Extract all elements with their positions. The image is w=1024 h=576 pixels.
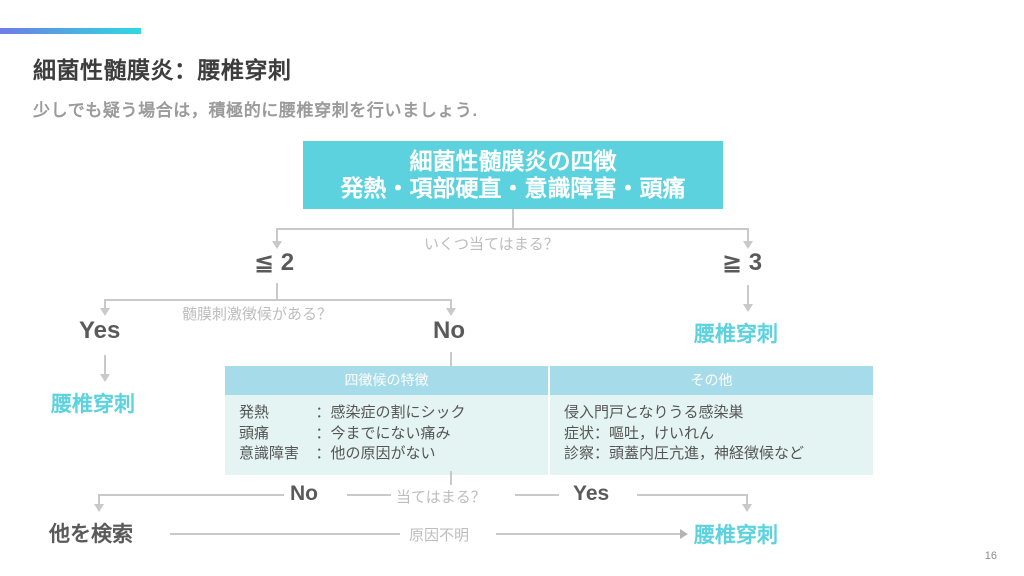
connector-yes-drop bbox=[104, 299, 106, 309]
result-lp-final: 腰椎穿刺 bbox=[694, 524, 778, 547]
connector-bottom-left-drop bbox=[98, 494, 100, 505]
list-item: 診察：頭蓋内圧亢進，神経徴候など bbox=[564, 445, 805, 463]
answer-yes-bottom-label: Yes bbox=[573, 482, 610, 505]
arrow-high-to-lp bbox=[743, 304, 753, 312]
connector-table-stem bbox=[450, 471, 452, 485]
feature-sep-1: ： bbox=[315, 404, 331, 421]
arrow-right-branch bbox=[743, 241, 753, 249]
arrow-yes-to-lp bbox=[100, 374, 110, 382]
feature-key-2: 頭痛 bbox=[239, 424, 270, 442]
feature-sep-3: ： bbox=[315, 445, 331, 463]
connector-no-to-table bbox=[450, 352, 452, 366]
connector-bottom-right-drop bbox=[746, 494, 748, 505]
connector-yes-to-lp bbox=[104, 355, 106, 375]
arrow-final-right bbox=[680, 529, 688, 539]
list-item: 意識障害 ：他の原因がない bbox=[239, 444, 548, 465]
connector-final-seg-left bbox=[170, 533, 400, 535]
arrow-bottom-right bbox=[742, 504, 752, 512]
result-lp-high: 腰椎穿刺 bbox=[694, 323, 778, 346]
feature-value-1: 感染症の割にシック bbox=[330, 404, 466, 421]
question-count-label: いくつ当てはまる？ bbox=[424, 236, 559, 253]
feature-sep-2: ： bbox=[315, 424, 331, 442]
branch-label-high: ≧ 3 bbox=[722, 249, 763, 276]
table-cell-other: 侵入門戸となりうる感染巣 症状：嘔吐，けいれん 診察：頭蓋内圧亢進，神経徴候など bbox=[549, 395, 873, 476]
tetrad-box: 細菌性髄膜炎の四徴 発熱・項部硬直・意識障害・頭痛 bbox=[303, 141, 723, 209]
question-meningeal-label: 髄膜刺激徴候がある？ bbox=[182, 306, 333, 323]
connector-bottom-seg-right bbox=[637, 494, 747, 496]
connector-final-seg-right bbox=[496, 533, 680, 535]
connector-bottom-seg-mid-left bbox=[347, 494, 391, 496]
answer-no-label: No bbox=[433, 317, 465, 344]
connector-bottom-seg-mid-right bbox=[515, 494, 559, 496]
connector-split-horizontal bbox=[276, 228, 748, 230]
table-header-row: 四徴候の特徴 その他 bbox=[225, 366, 873, 395]
table-cell-features: 発熱：感染症の割にシック 頭痛：今までにない痛み 意識障害：他の原因がない bbox=[225, 395, 550, 476]
table-row: 発熱：感染症の割にシック 頭痛：今までにない痛み 意識障害：他の原因がない 侵入… bbox=[225, 395, 873, 476]
connector-split2-horizontal bbox=[104, 299, 452, 301]
arrow-bottom-left bbox=[94, 504, 104, 512]
arrow-no-branch bbox=[446, 308, 456, 316]
feature-value-2: 今までにない痛み bbox=[330, 424, 451, 442]
tetrad-title: 細菌性髄膜炎の四徴 bbox=[409, 147, 617, 174]
page-title: 細菌性髄膜炎：腰椎穿刺 bbox=[33, 57, 292, 83]
feature-key-1: 発熱 bbox=[239, 404, 270, 421]
result-lp-yes: 腰椎穿刺 bbox=[51, 393, 135, 416]
connector-right-drop bbox=[747, 228, 749, 242]
connector-left-drop bbox=[276, 228, 278, 242]
arrow-left-branch bbox=[272, 241, 282, 249]
table-header-features: 四徴候の特徴 bbox=[225, 366, 550, 395]
result-search-other: 他を検索 bbox=[49, 523, 133, 546]
page-subtitle: 少しでも疑う場合は，積極的に腰椎穿刺を行いましょう. bbox=[33, 101, 478, 120]
connector-bottom-seg-left bbox=[98, 494, 284, 496]
header-accent-bar bbox=[0, 28, 141, 34]
page-number: 16 bbox=[984, 550, 997, 562]
table-header-other: その他 bbox=[549, 366, 873, 395]
question-applies-label: 当てはまる？ bbox=[396, 489, 486, 506]
feature-table: 四徴候の特徴 その他 発熱：感染症の割にシック 頭痛：今までにない痛み 意識障害… bbox=[225, 366, 873, 476]
feature-value-3: 他の原因がない bbox=[330, 445, 436, 463]
label-unknown-cause: 原因不明 bbox=[409, 527, 470, 544]
list-item: 侵入門戸となりうる感染巣 bbox=[564, 404, 744, 421]
list-item: 症状：嘔吐，けいれん bbox=[564, 424, 715, 442]
connector-high-to-lp bbox=[747, 285, 749, 305]
arrow-yes-branch bbox=[100, 308, 110, 316]
branch-label-low: ≦ 2 bbox=[254, 249, 295, 276]
list-item: 頭痛 ：今までにない痛み bbox=[239, 424, 548, 445]
feature-key-3: 意識障害 bbox=[239, 445, 300, 463]
connector-low-stem bbox=[276, 283, 278, 300]
tetrad-symptoms: 発熱・項部硬直・意識障害・頭痛 bbox=[340, 175, 686, 201]
list-item: 発熱 ：感染症の割にシック bbox=[239, 403, 548, 424]
answer-yes-label: Yes bbox=[79, 317, 121, 344]
answer-no-bottom-label: No bbox=[290, 482, 318, 505]
connector-no-drop bbox=[450, 299, 452, 309]
connector-box-stem bbox=[512, 209, 514, 229]
